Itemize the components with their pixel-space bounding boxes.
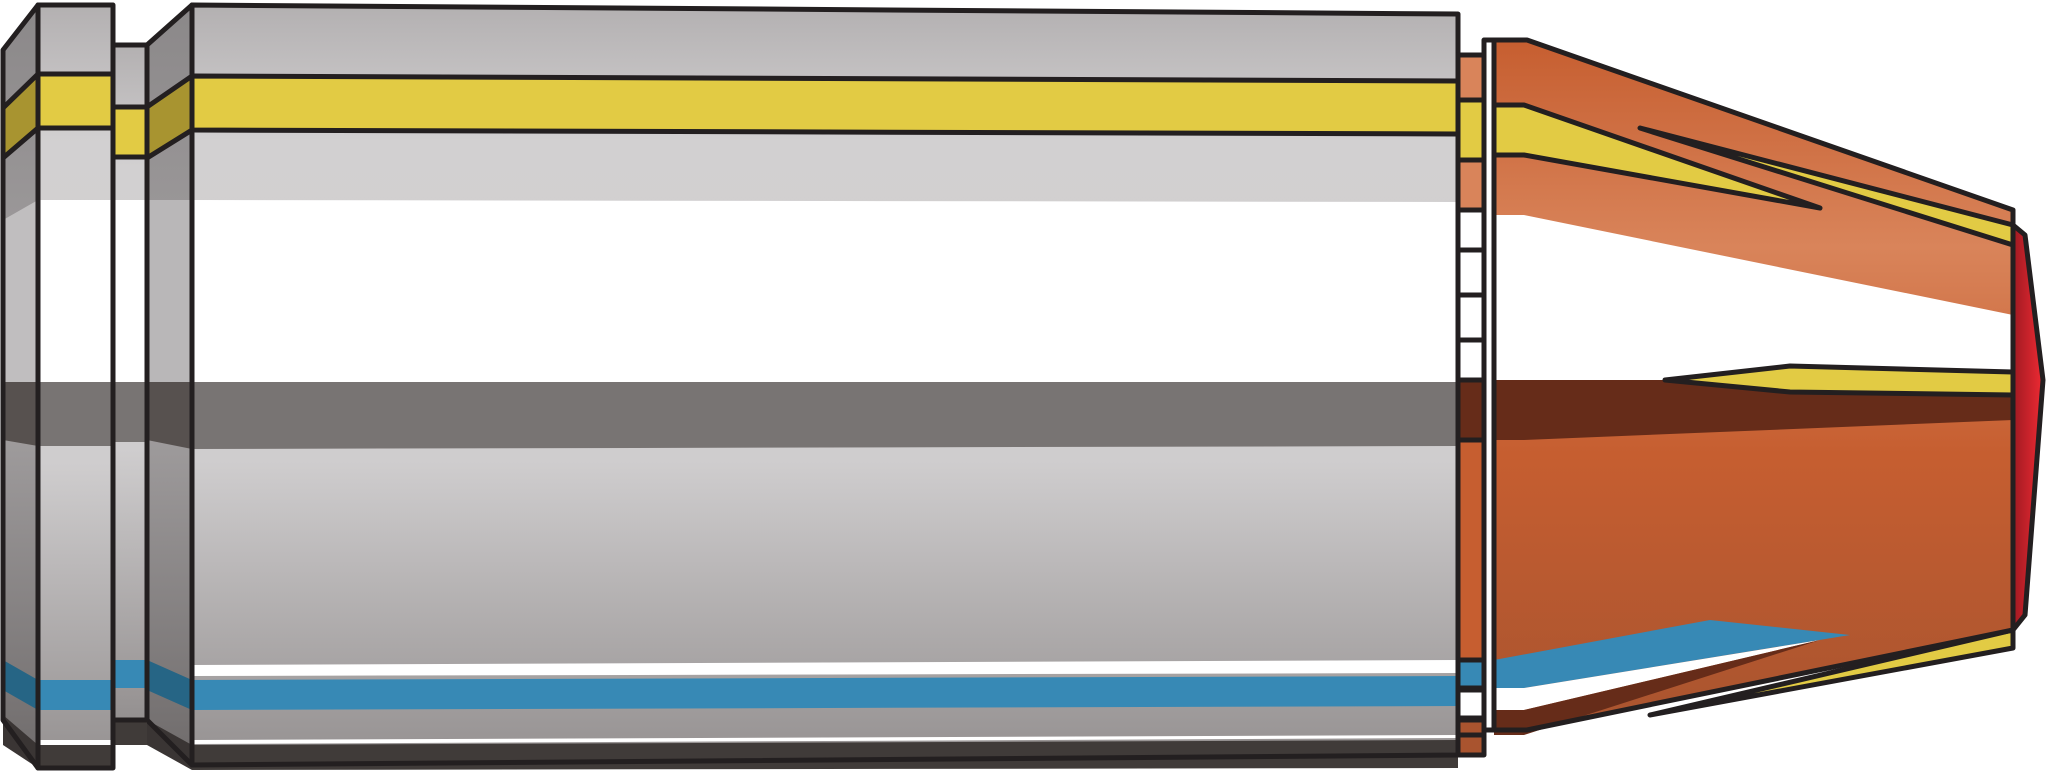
case-band-blue xyxy=(192,676,1458,710)
bullet-highlight xyxy=(1494,215,2013,380)
case-mouth xyxy=(1455,52,1487,758)
case-body xyxy=(189,2,1461,770)
case-highlight xyxy=(192,200,1458,382)
case-band-grey xyxy=(192,382,1458,449)
case-bevel xyxy=(144,2,195,770)
rim-chamfer xyxy=(0,2,41,771)
case-band-yellow xyxy=(189,73,1461,137)
case-white-line xyxy=(192,660,1458,676)
case-groove xyxy=(110,42,150,745)
case-white-line xyxy=(192,735,1458,744)
bullet-tip xyxy=(2010,222,2046,633)
bullet xyxy=(1481,37,2016,735)
case-rim xyxy=(35,2,116,771)
